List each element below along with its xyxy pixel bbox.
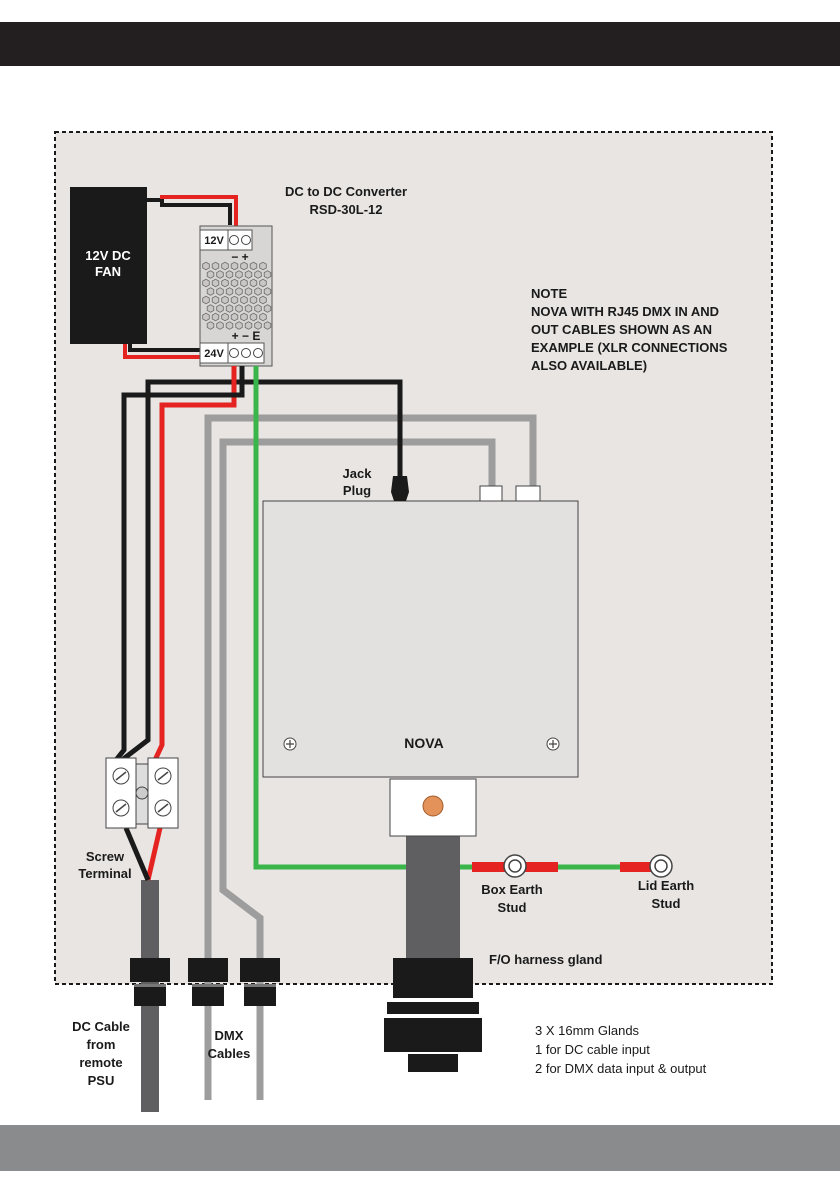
nova-screw-icon (283, 737, 297, 751)
terminal-screw-icon (229, 348, 239, 358)
power-wires (114, 366, 403, 881)
jack-plug-label-line2: Plug (343, 483, 371, 498)
screw-terminal-label-line1: Screw (86, 849, 125, 864)
rj45-connector-out (515, 485, 541, 502)
screw-terminal (105, 757, 179, 829)
fo-gland-label: F/O harness gland (489, 952, 602, 967)
dmx-cables-label-line2: Cables (208, 1046, 251, 1061)
terminal-screw-icon (229, 235, 239, 245)
dmx-cable-gland-icon (188, 958, 228, 1006)
nova-screw-icon (546, 737, 560, 751)
dmx-cable-gland-icon (240, 958, 280, 1006)
terminal-screw-icon (241, 235, 251, 245)
converter-out-polarity: − + (231, 250, 248, 264)
note-line: OUT CABLES SHOWN AS AN (531, 322, 712, 337)
glands-note-line: 2 for DMX data input & output (535, 1061, 707, 1076)
header-bar (0, 22, 840, 66)
jack-plug-label-line1: Jack (343, 466, 373, 481)
box-earth-label-line1: Box Earth (481, 882, 542, 897)
dc-cable-label-line4: PSU (88, 1073, 115, 1088)
dmx-cables-wiring (204, 414, 537, 1100)
lid-earth-label-line1: Lid Earth (638, 878, 694, 893)
note-line: NOTE (531, 286, 567, 301)
note-line: ALSO AVAILABLE) (531, 358, 647, 373)
rj45-connector-in (479, 485, 503, 502)
note-line: EXAMPLE (XLR CONNECTIONS (531, 340, 728, 355)
terminal-screw-icon (253, 348, 263, 358)
glands-note-line: 1 for DC cable input (535, 1042, 650, 1057)
box-earth-stud-icon (503, 854, 527, 878)
lid-earth-stud-icon (649, 854, 673, 878)
footer-bar (0, 1125, 840, 1171)
converter-in-polarity: + − E (232, 329, 261, 343)
dc-cable-label-line1: DC Cable (72, 1019, 130, 1034)
dc-cable-label-line3: remote (79, 1055, 122, 1070)
fan-label-line1: 12V DC (85, 248, 131, 263)
note-line: NOVA WITH RJ45 DMX IN AND (531, 304, 719, 319)
nova-label: NOVA (404, 735, 443, 751)
dmx-cables-label-line1: DMX (215, 1028, 244, 1043)
converter-in-voltage: 24V (204, 348, 224, 360)
fan-label-line2: FAN (95, 264, 121, 279)
earth-wire-sleeve (472, 862, 508, 872)
jack-plug-icon (391, 476, 409, 501)
screw-terminal-label-line2: Terminal (78, 866, 131, 881)
dc-cable-gland-icon (130, 958, 170, 1006)
terminal-screw-icon (241, 348, 251, 358)
nova-unit (262, 500, 579, 778)
fan-box (70, 187, 147, 344)
converter-vents (202, 261, 272, 330)
box-earth-label-line2: Stud (498, 900, 527, 915)
dc-cable-label-line2: from (87, 1037, 116, 1052)
fo-harness-cable (406, 836, 460, 962)
glands-note-line: 3 X 16mm Glands (535, 1023, 640, 1038)
earth-wire-sleeve (620, 862, 656, 872)
converter-out-voltage: 12V (204, 235, 224, 247)
lid-earth-label-line2: Stud (652, 896, 681, 911)
converter-title-line2: RSD-30L-12 (310, 202, 383, 217)
fo-harness-gland-icon (384, 958, 482, 1072)
fo-harness-grommet-icon (422, 795, 444, 817)
converter-title-line1: DC to DC Converter (285, 184, 407, 199)
earth-wire-sleeve (524, 862, 558, 872)
